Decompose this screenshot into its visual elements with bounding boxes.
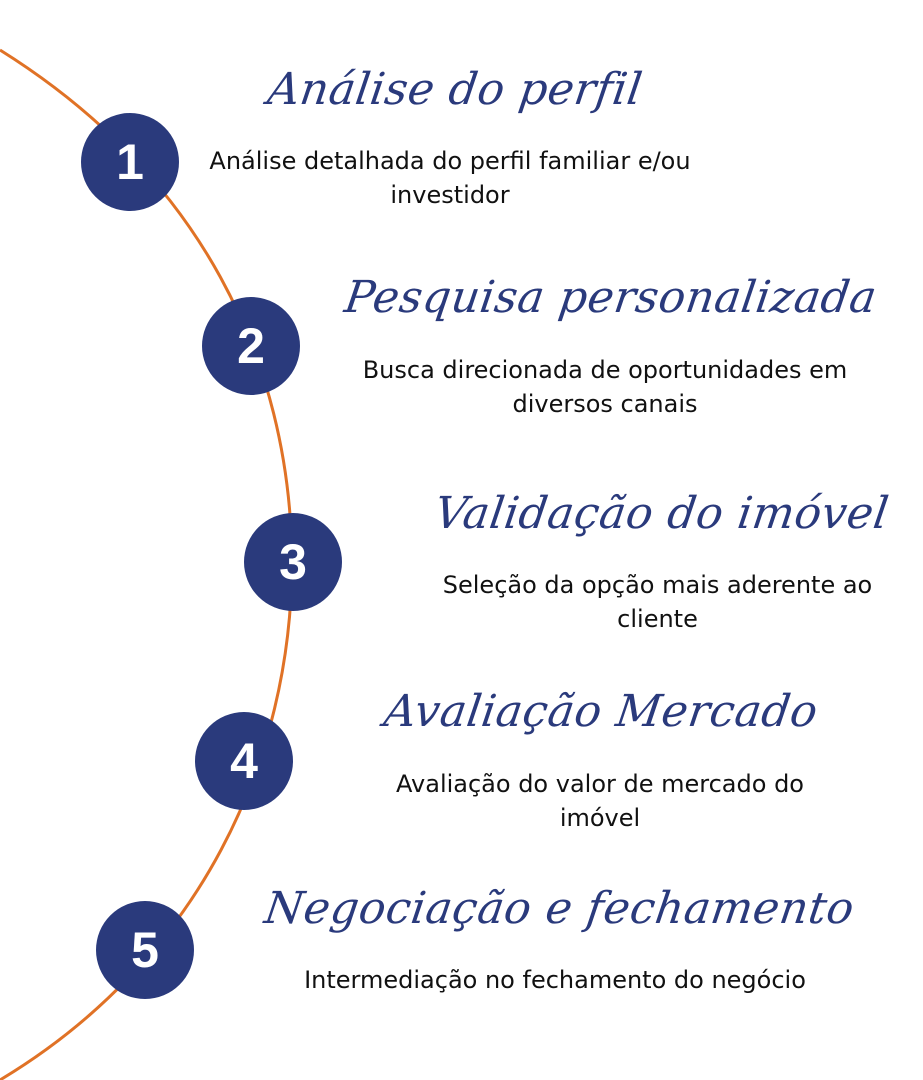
- step-1-description: Análise detalhada do perfil familiar e/o…: [209, 147, 691, 209]
- step-1-number-badge: 1: [81, 113, 179, 211]
- step-4-title: Avaliação Mercado: [381, 686, 822, 737]
- step-4-number-badge: 4: [195, 712, 293, 810]
- step-2-description: Busca direcionada de oportunidades em di…: [362, 356, 848, 418]
- step-1-title: Análise do perfil: [264, 64, 646, 115]
- step-5-description: Intermediação no fechamento do negócio: [304, 966, 806, 994]
- step-3-description: Seleção da opção mais aderente ao client…: [442, 571, 873, 633]
- step-5-title: Negociação e fechamento: [261, 883, 858, 934]
- step-4-description: Avaliação do valor de mercado do imóvel: [396, 770, 804, 832]
- step-5-number-badge: 5: [96, 901, 194, 999]
- step-2-number-badge: 2: [202, 297, 300, 395]
- step-3-number-badge: 3: [244, 513, 342, 611]
- step-3-title: Validação do imóvel: [431, 488, 892, 539]
- step-2-title: Pesquisa personalizada: [341, 272, 881, 323]
